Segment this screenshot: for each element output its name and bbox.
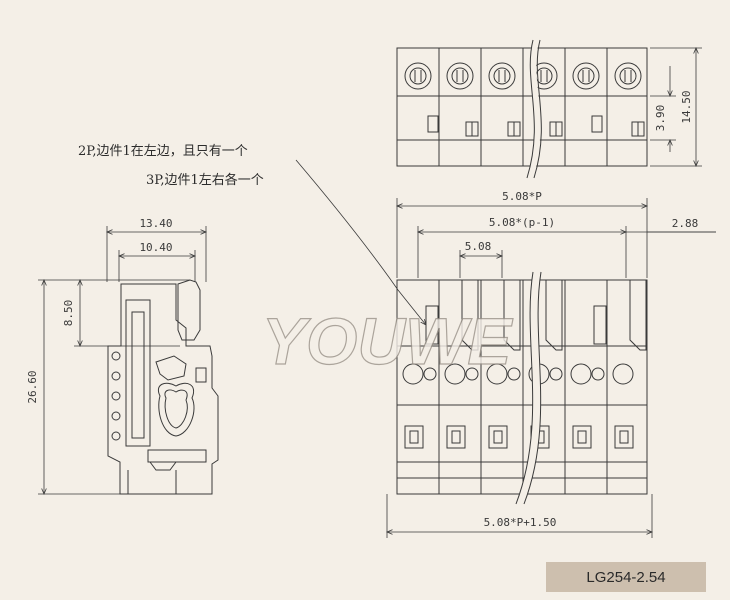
dim-1450: 14.50 <box>680 90 693 123</box>
dim-offset: 2.88 <box>672 217 699 230</box>
side-view-body <box>107 283 219 495</box>
side-view <box>107 279 219 495</box>
top-view-screws <box>404 62 642 90</box>
dim-inner-width: 5.08*(p-1) <box>489 216 555 229</box>
side-view-lever <box>177 279 201 341</box>
top-view-dimensions <box>650 48 702 166</box>
top-view <box>396 39 648 179</box>
dim-bottom-width: 5.08*P+1.50 <box>484 516 557 529</box>
dim-total-width: 5.08*P <box>502 190 542 203</box>
dim-1040: 10.40 <box>139 241 172 254</box>
dim-2660: 26.60 <box>26 370 39 403</box>
front-view-dimensions <box>387 198 716 538</box>
dim-1340: 13.40 <box>139 217 172 230</box>
top-view-slots <box>427 115 645 137</box>
dim-850: 8.50 <box>62 300 75 327</box>
model-badge: LG254-2.54 <box>546 562 706 592</box>
note-line-1: 2P,边件1在左边，且只有一个 <box>78 144 248 159</box>
top-view-dividers <box>438 48 608 166</box>
dim-pitch: 5.08 <box>465 240 492 253</box>
front-view-dividers <box>438 280 608 494</box>
front-view <box>396 271 648 506</box>
note-leader-line <box>295 159 426 325</box>
note-line-2: 3P,边件1左右各一个 <box>146 172 264 188</box>
dim-390: 3.90 <box>654 105 667 132</box>
top-view-outline <box>396 47 648 167</box>
watermark: YOUWE <box>262 304 513 378</box>
front-view-latches <box>425 280 647 351</box>
side-view-clamp <box>158 382 195 437</box>
side-view-dimensions <box>38 226 206 494</box>
front-view-outline <box>396 279 648 495</box>
